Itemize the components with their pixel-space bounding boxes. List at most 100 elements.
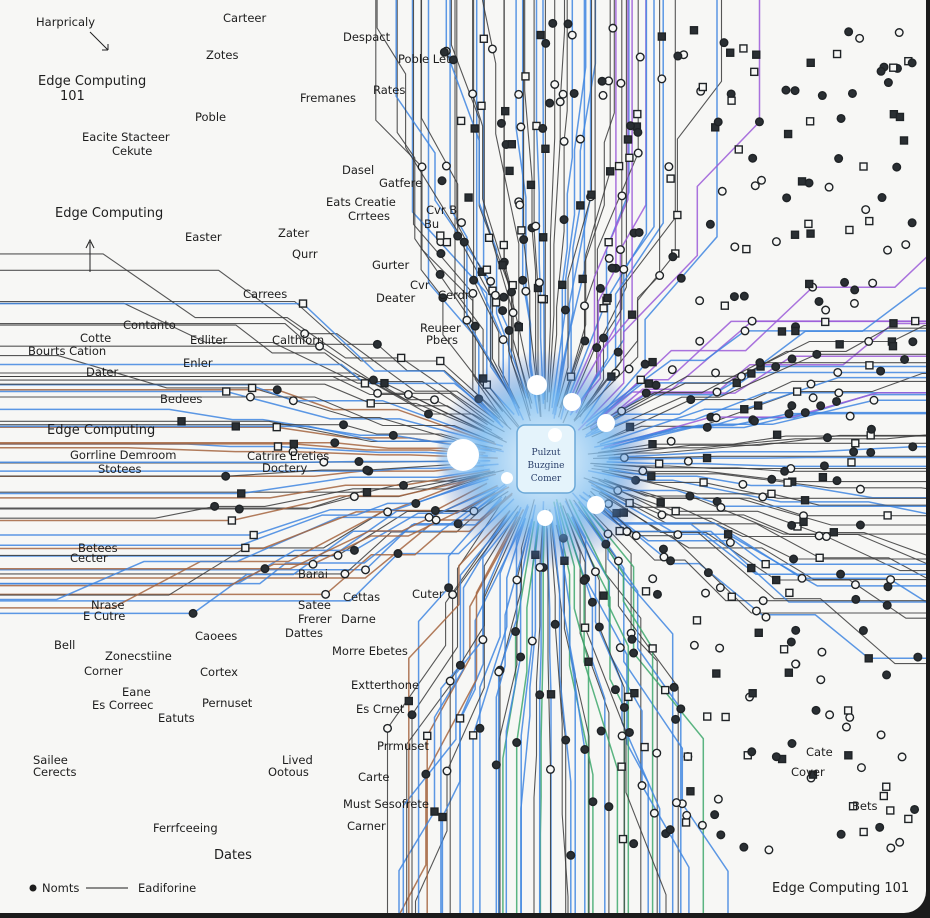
label: Zonecstiine: [105, 649, 172, 663]
circuit-node: [349, 545, 359, 555]
label: Despact: [343, 30, 391, 44]
circuit-node: [816, 675, 826, 685]
circuit-node: [859, 162, 868, 171]
circuit-node: [289, 439, 299, 449]
label: Doctery: [262, 461, 308, 475]
circuit-node: [721, 712, 730, 722]
circuit-node: [892, 162, 902, 172]
circuit-node: [504, 326, 514, 336]
circuit-node: [783, 129, 793, 139]
circuit-node: [836, 569, 846, 579]
label: 101: [60, 89, 85, 104]
circuit-node: [814, 531, 824, 541]
circuit-node: [437, 176, 447, 186]
label: Cortex: [200, 665, 238, 679]
circuit-node: [462, 315, 472, 325]
circuit-node: [516, 122, 526, 132]
circuit-trace: [408, 510, 511, 913]
circuit-node: [866, 424, 876, 434]
label: Rates: [373, 83, 405, 97]
circuit-node: [615, 643, 625, 653]
circuit-node: [844, 27, 854, 37]
circuit-node: [832, 49, 842, 59]
label: Reueer: [420, 321, 461, 335]
circuit-node: [603, 293, 612, 303]
circuit-node: [475, 723, 485, 733]
circuit-node: [716, 502, 726, 512]
circuit-node: [604, 253, 614, 263]
circuit-node: [747, 316, 757, 326]
circuit-trace: [523, 0, 541, 417]
circuit-trace: [406, 505, 519, 913]
circuit-node: [752, 50, 761, 59]
circuit-node: [640, 359, 650, 369]
circuit-node: [417, 162, 427, 172]
circuit-node: [727, 592, 737, 601]
circuit-node: [864, 654, 873, 663]
circuit-trace: [0, 462, 481, 477]
circuit-trace: [0, 498, 515, 602]
circuit-node: [580, 744, 590, 754]
circuit-node: [668, 252, 678, 262]
circuit-node: [777, 327, 787, 336]
circuit-trace: [411, 495, 507, 913]
circuit-node: [742, 244, 751, 254]
circuit-node: [689, 26, 699, 35]
circuit-node: [845, 411, 855, 421]
glow-node: [537, 510, 553, 526]
circuit-node: [772, 430, 782, 439]
circuit-node: [438, 293, 448, 303]
label: Cover: [791, 765, 825, 779]
circuit-node: [340, 569, 350, 579]
circuit-trace: [571, 515, 690, 913]
circuit-node: [637, 781, 647, 791]
circuit-node: [470, 124, 479, 133]
circuit-node: [664, 162, 674, 172]
circuit-node: [468, 731, 478, 740]
circuit-node: [655, 271, 665, 281]
circuit-trace: [472, 517, 527, 913]
circuit-node: [470, 321, 480, 331]
circuit-node: [882, 600, 892, 610]
circuit-node: [804, 219, 813, 229]
circuit-node: [436, 356, 445, 366]
circuit-node: [613, 556, 623, 566]
circuit-node: [656, 498, 665, 507]
circuit-node: [800, 408, 810, 418]
hub-label-line-3: Comer: [531, 474, 562, 484]
label: Must Sesofrete: [343, 797, 429, 811]
circuit-node: [469, 275, 479, 285]
circuit-node: [671, 714, 681, 724]
circuit-node: [531, 221, 541, 231]
circuit-node: [851, 594, 861, 604]
circuit-node: [501, 106, 510, 116]
circuit-node: [441, 161, 451, 171]
circuit-node: [435, 269, 445, 279]
circuit-node: [507, 140, 517, 149]
circuit-node: [508, 308, 518, 318]
circuit-node: [848, 802, 858, 811]
circuit-node: [604, 802, 614, 812]
circuit-node: [490, 290, 500, 300]
circuit-node: [695, 296, 705, 306]
circuit-node: [499, 292, 509, 302]
circuit-trace: [0, 300, 500, 415]
circuit-node: [396, 353, 406, 363]
circuit-node: [403, 390, 413, 400]
circuit-node: [247, 383, 257, 393]
circuit-node: [845, 712, 855, 722]
circuit-node: [790, 86, 800, 96]
circuit-node: [847, 88, 857, 98]
circuit-node: [300, 329, 310, 339]
circuit-node: [719, 38, 729, 48]
circuit-trace: [613, 434, 926, 456]
legend-line-label: Eadiforine: [138, 881, 196, 895]
circuit-node: [491, 298, 501, 307]
circuit-trace: [548, 0, 568, 412]
circuit-node: [436, 231, 445, 240]
circuit-node: [683, 752, 693, 761]
label: Cekute: [112, 144, 152, 158]
circuit-node: [771, 575, 781, 585]
circuit-node: [518, 275, 528, 285]
circuit-node: [888, 341, 898, 351]
